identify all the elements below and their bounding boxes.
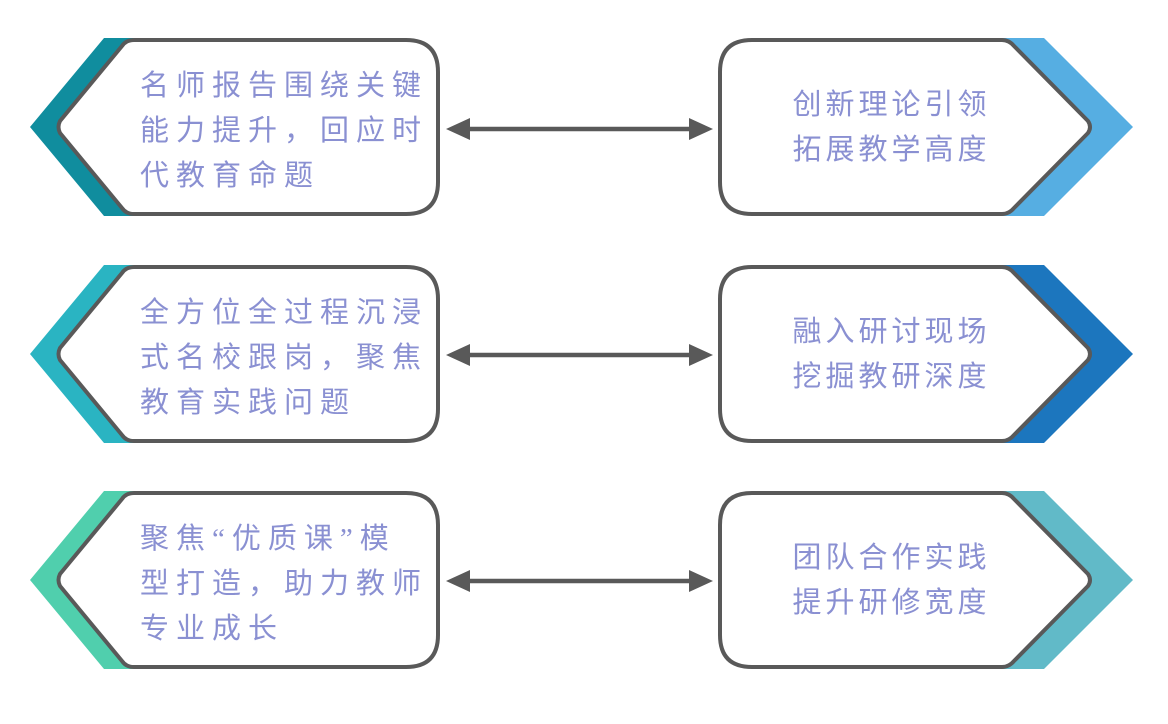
chevron-right-icon [1001, 38, 1133, 216]
box-outline [718, 265, 1092, 443]
box-shape-svg [718, 265, 1133, 443]
feature-box-row1-left: 名师报告围绕关键 能力提升，回应时 代教育命题 [30, 38, 440, 216]
box-label: 融入研讨现场 挖掘教研深度 [792, 316, 991, 393]
box-shape-svg [30, 265, 440, 443]
box-shape-svg [30, 491, 440, 669]
box-label: 全方位全过程沉浸 式名校跟岗，聚焦 教育实践问题 [140, 297, 429, 419]
double-headed-arrow-icon [446, 117, 713, 141]
feature-box-row2-right: 融入研讨现场 挖掘教研深度 [718, 265, 1133, 443]
box-label: 聚焦“优质课”模 型打造，助力教师 专业成长 [140, 523, 429, 645]
box-outline [56, 491, 440, 669]
double-headed-arrow-icon [446, 343, 713, 367]
chevron-left-icon [30, 491, 134, 669]
feature-box-row3-left: 聚焦“优质课”模 型打造，助力教师 专业成长 [30, 491, 440, 669]
feature-box-row2-left: 全方位全过程沉浸 式名校跟岗，聚焦 教育实践问题 [30, 265, 440, 443]
box-label: 名师报告围绕关键 能力提升，回应时 代教育命题 [140, 70, 429, 192]
feature-box-row3-right: 团队合作实践 提升研修宽度 [718, 491, 1133, 669]
double-headed-arrow-icon [446, 569, 713, 593]
chevron-right-icon [1001, 265, 1133, 443]
box-outline [56, 265, 440, 443]
box-outline [718, 491, 1092, 669]
chevron-left-icon [30, 265, 134, 443]
box-outline [718, 38, 1092, 216]
box-outline [56, 38, 440, 216]
feature-box-row1-right: 创新理论引领 拓展教学高度 [718, 38, 1133, 216]
box-shape-svg [30, 38, 440, 216]
box-label: 创新理论引领 拓展教学高度 [792, 89, 991, 166]
chevron-left-icon [30, 38, 134, 216]
box-shape-svg [718, 38, 1133, 216]
box-shape-svg [718, 491, 1133, 669]
chevron-right-icon [1001, 491, 1133, 669]
box-label: 团队合作实践 提升研修宽度 [792, 542, 991, 619]
